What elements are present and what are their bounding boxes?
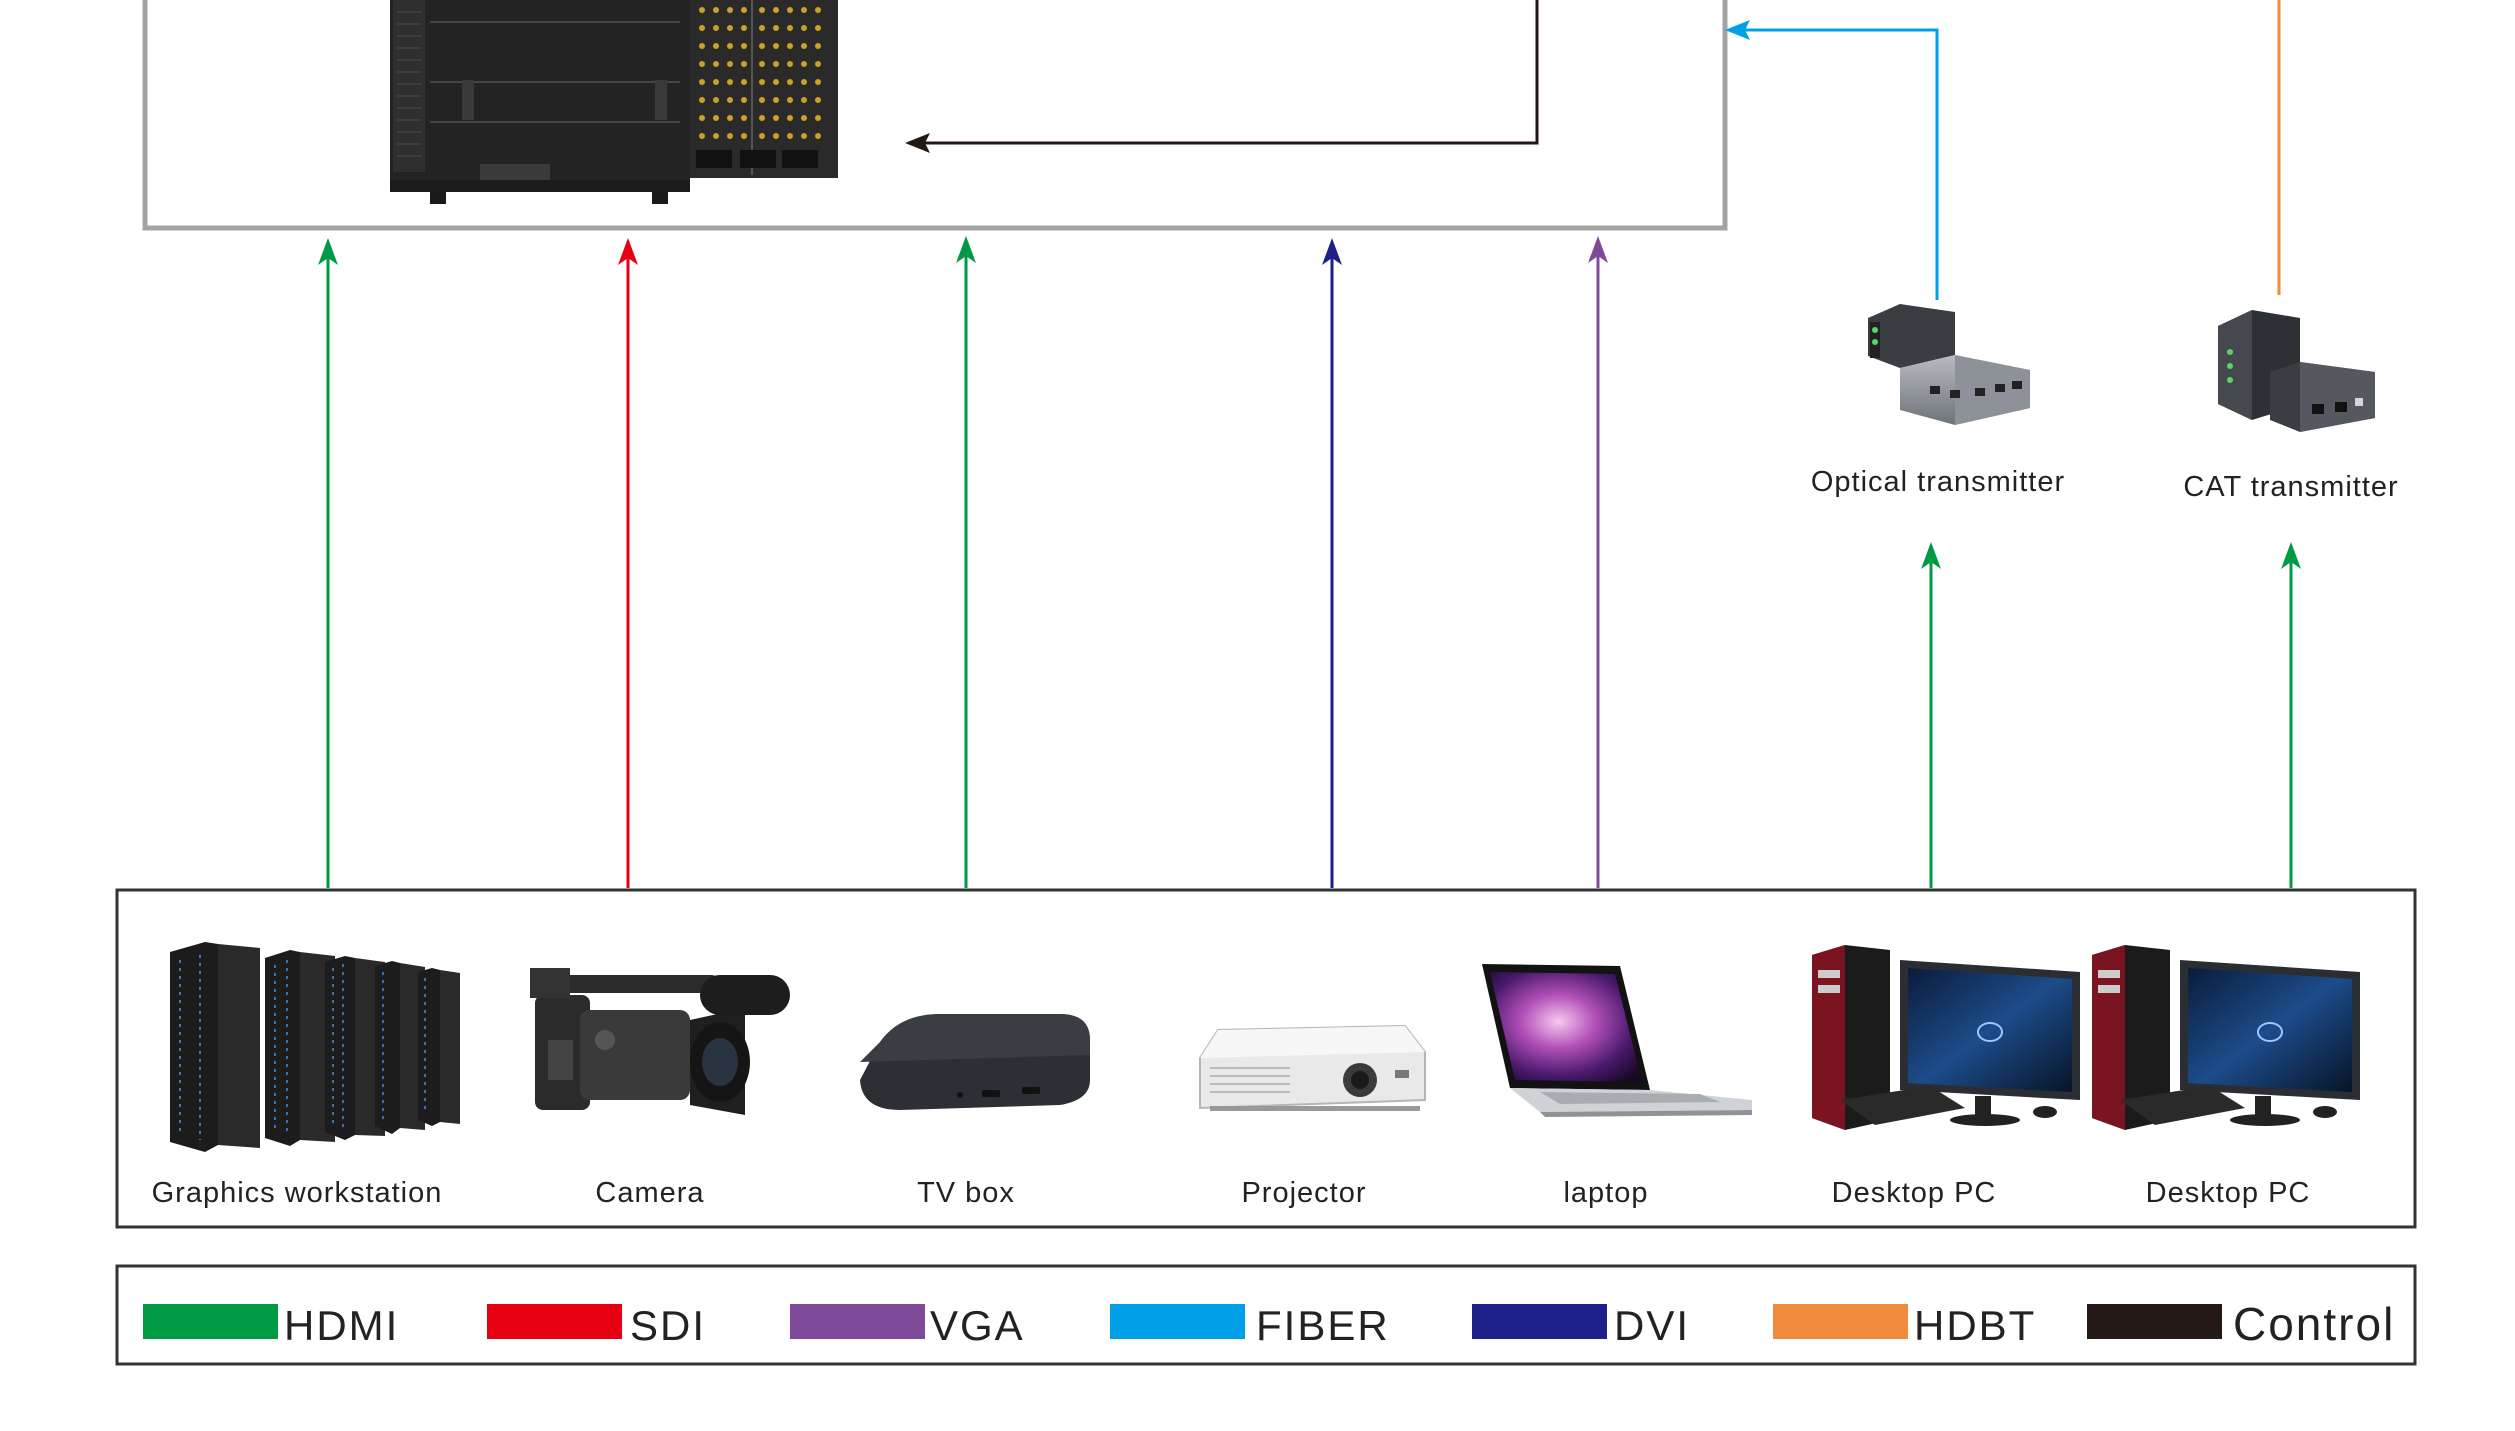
legend-swatch-fiber	[1110, 1304, 1245, 1339]
hdmi-line-desktop1	[1921, 542, 1941, 888]
fiber-line	[1725, 20, 1939, 300]
optical-transmitter-label: Optical transmitter	[1811, 466, 2065, 498]
hdmi-line-desktop2	[2281, 542, 2301, 888]
tv-box-icon	[860, 1014, 1090, 1110]
legend-label-hdbt: HDBT	[1914, 1302, 2036, 1349]
projector-icon	[1199, 1024, 1426, 1111]
legend-swatch-hdmi	[143, 1304, 278, 1339]
optical-transmitter-icon	[1868, 304, 2030, 425]
laptop-icon	[1482, 964, 1752, 1117]
legend-label-sdi: SDI	[630, 1302, 706, 1349]
dvi-line-projector	[1322, 238, 1342, 888]
desktop2-label: Desktop PC	[2146, 1177, 2311, 1209]
legend-label-control: Control	[2233, 1298, 2395, 1350]
legend-label-hdmi: HDMI	[284, 1302, 399, 1349]
legend-label-fiber: FIBER	[1256, 1302, 1390, 1349]
matrix-enclosure	[142, 0, 1728, 231]
tvbox-label: TV box	[917, 1177, 1015, 1209]
legend-swatch-control	[2087, 1304, 2222, 1339]
hdmi-line-tvbox	[956, 236, 976, 888]
sdi-line-camera	[618, 238, 638, 888]
camcorder-icon	[530, 968, 790, 1115]
desktop-pc-icon	[1812, 945, 2080, 1130]
legend-label-vga: VGA	[930, 1302, 1025, 1349]
laptop-label: laptop	[1563, 1177, 1648, 1209]
control-line	[905, 0, 1539, 153]
legend-swatch-dvi	[1472, 1304, 1607, 1339]
desktop-pc-icon	[2092, 945, 2360, 1130]
sources-panel	[115, 888, 2417, 1229]
matrix-switcher-icon	[390, 0, 838, 204]
vga-line-laptop	[1588, 236, 1608, 888]
hdmi-line-workstation	[318, 238, 338, 888]
legend-label-dvi: DVI	[1614, 1302, 1690, 1349]
workstation-label: Graphics workstation	[152, 1177, 443, 1209]
server-rack-icon	[170, 942, 460, 1152]
legend-box	[115, 1264, 2417, 1366]
legend-swatch-hdbt	[1773, 1304, 1908, 1339]
cat-transmitter-label: CAT transmitter	[2183, 471, 2398, 503]
legend-swatch-sdi	[487, 1304, 622, 1339]
projector-label: Projector	[1241, 1177, 1366, 1209]
legend-swatch-vga	[790, 1304, 925, 1339]
cat-transmitter-icon	[2218, 310, 2375, 432]
camera-label: Camera	[595, 1177, 704, 1209]
desktop1-label: Desktop PC	[1832, 1177, 1997, 1209]
